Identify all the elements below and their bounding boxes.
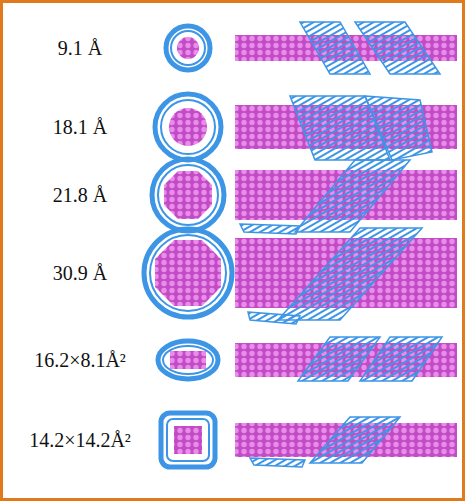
dimension-label: 18.1 Å: [53, 116, 107, 138]
cross-sections: [144, 26, 232, 467]
side-views: [235, 22, 457, 467]
dimension-label: 16.2×8.1Å²: [34, 349, 126, 371]
dimension-label: 9.1 Å: [58, 37, 102, 59]
dimension-label: 30.9 Å: [53, 262, 107, 284]
dimension-label: 21.8 Å: [53, 184, 107, 206]
dimension-label: 14.2×14.2Å²: [29, 429, 131, 451]
